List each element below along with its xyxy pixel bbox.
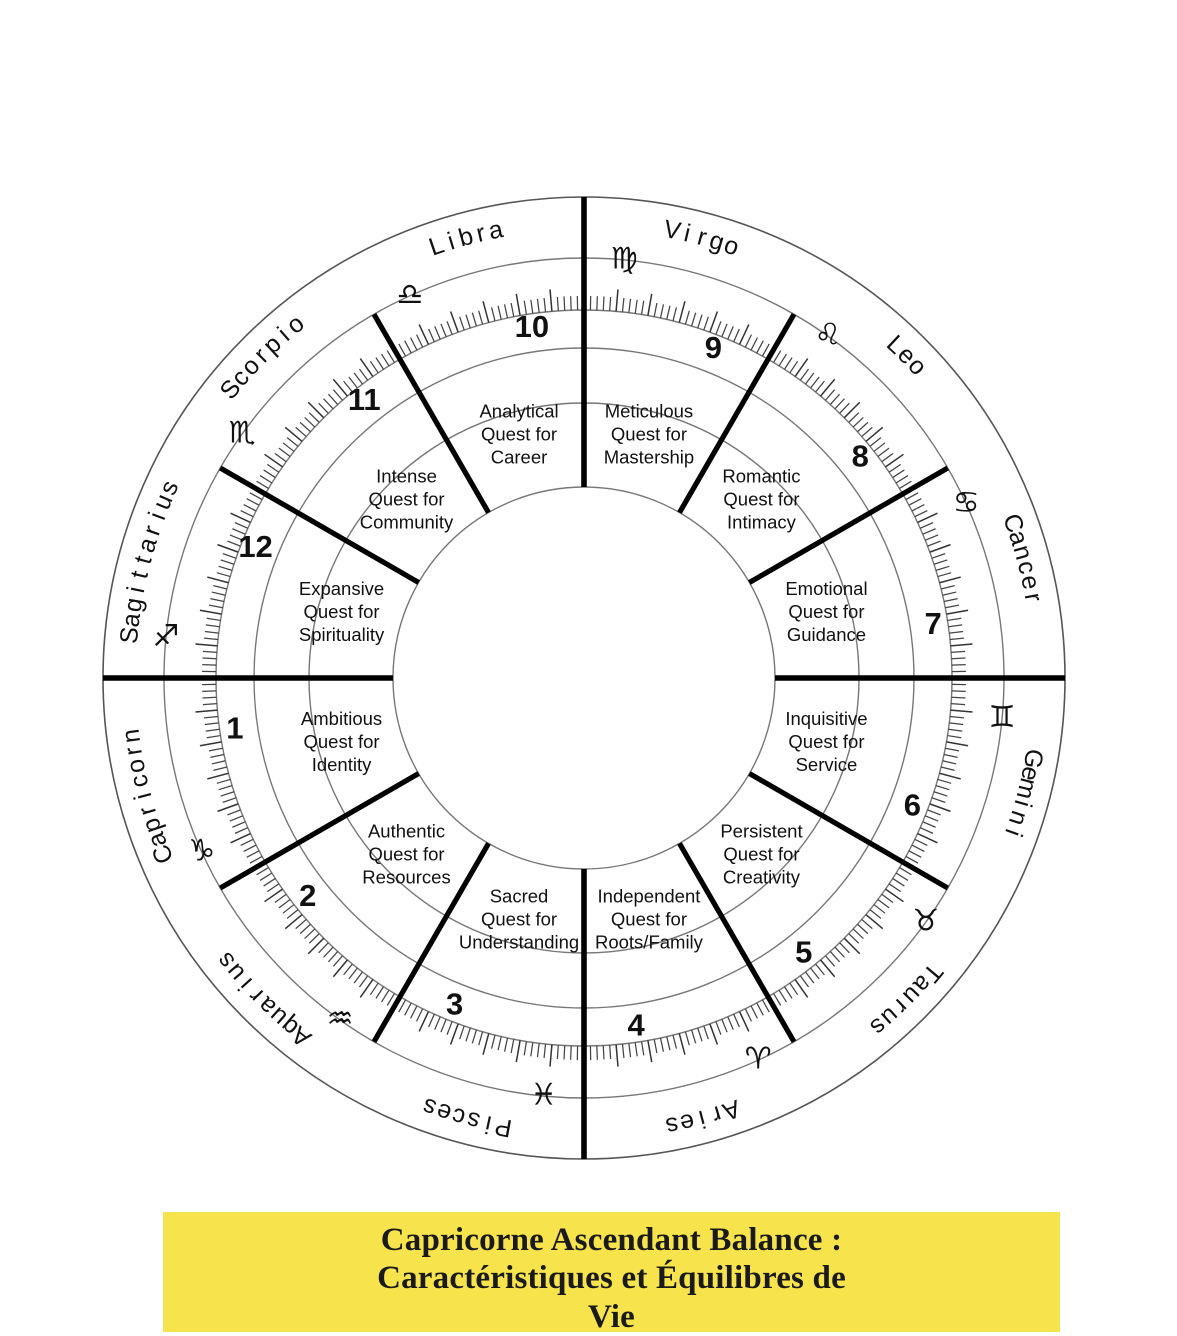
zodiac-sign-name-libra: L	[425, 231, 447, 262]
house-quest-line: Expansive	[299, 578, 384, 599]
house-number-10: 10	[515, 309, 549, 344]
house-quest-line: Sacred	[490, 885, 549, 906]
house-quest-line: Quest for	[481, 423, 557, 444]
zodiac-sign-name-cancer: r	[1019, 591, 1048, 604]
zodiac-glyph-sagittarius-icon: ♐	[152, 619, 179, 654]
house-number-6: 6	[904, 788, 921, 823]
house-number-5: 5	[795, 934, 812, 969]
house-quest-line: Quest for	[788, 601, 864, 622]
house-quest-line: Intimacy	[727, 511, 797, 532]
house-quest-line: Understanding	[459, 931, 579, 952]
zodiac-glyph-libra-icon: ♎	[396, 277, 423, 312]
house-quest-line: Quest for	[368, 843, 444, 864]
house-quest-line: Quest for	[723, 488, 799, 509]
house-quest-line: Mastership	[604, 446, 694, 467]
zodiac-sign-name-virgo: i	[681, 219, 693, 248]
house-quest-line: Quest for	[611, 423, 687, 444]
house-number-11: 11	[348, 382, 381, 417]
zodiac-sign-name-pisces: P	[493, 1112, 514, 1143]
zodiac-glyph-leo-icon: ♌	[814, 318, 841, 353]
house-number-4: 4	[628, 1007, 646, 1042]
house-quest-line: Spirituality	[299, 624, 385, 645]
zodiac-glyph-taurus-icon: ♉	[912, 903, 939, 938]
house-quest-line: Quest for	[304, 731, 380, 752]
house-quest-line: Emotional	[785, 578, 867, 599]
house-quest-line: Romantic	[722, 465, 800, 486]
house-quest-line: Service	[796, 754, 858, 775]
house-quest-line: Independent	[598, 885, 701, 906]
house-quest-line: Ambitious	[301, 708, 382, 729]
zodiac-glyph-aries-icon: ♈	[745, 1042, 772, 1077]
caption-title: Capricorne Ascendant Balance : Caractéri…	[377, 1212, 846, 1336]
house-quest-line: Identity	[312, 754, 372, 775]
house-quest-line: Analytical	[479, 400, 558, 421]
zodiac-sign-name-libra: r	[474, 219, 488, 248]
house-quest-line: Quest for	[368, 488, 444, 509]
zodiac-sign-name-libra: b	[456, 222, 477, 253]
house-quest-line: Quest for	[304, 601, 380, 622]
house-number-7: 7	[924, 606, 941, 641]
house-number-12: 12	[238, 529, 272, 564]
zodiac-sign-name-sagittarius: g	[119, 596, 149, 614]
house-quest-line: Meticulous	[605, 400, 693, 421]
zodiac-sign-name-capricorn: n	[117, 727, 147, 744]
zodiac-sign-name-virgo: V	[661, 215, 683, 246]
house-quest-line: Quest for	[481, 908, 557, 929]
house-number-1: 1	[226, 710, 243, 745]
zodiac-glyph-capricorn-icon: ♑	[188, 834, 215, 869]
zodiac-glyph-gemini-icon: ♊	[989, 700, 1016, 735]
house-quest-line: Community	[360, 511, 454, 532]
zodiac-sign-name-capricorn: o	[121, 757, 151, 776]
house-quest-line: Inquisitive	[785, 708, 867, 729]
house-quest-line: Quest for	[723, 843, 799, 864]
house-number-3: 3	[446, 987, 463, 1022]
house-number-2: 2	[299, 878, 316, 913]
zodiac-sign-name-capricorn: i	[129, 790, 157, 803]
zodiac-glyph-pisces-icon: ♓	[530, 1078, 557, 1113]
house-number-9: 9	[705, 330, 722, 365]
zodiac-sign-name-libra: i	[444, 227, 457, 255]
zodiac-glyph-aquarius-icon: ♒	[327, 1001, 354, 1036]
zodiac-sign-name-libra: a	[486, 215, 505, 245]
zodiac-glyph-virgo-icon: ♍	[611, 241, 638, 276]
house-quest-line: Creativity	[723, 866, 801, 887]
zodiac-sign-name-sagittarius: i	[122, 584, 151, 595]
house-number-8: 8	[852, 438, 869, 473]
zodiac-sign-name-gemini: n	[1003, 807, 1034, 829]
house-quest-line: Quest for	[788, 731, 864, 752]
house-quest-line: Intense	[376, 465, 437, 486]
house-quest-line: Roots/Family	[595, 931, 704, 952]
house-quest-line: Career	[491, 446, 548, 467]
zodiac-sign-name-gemini: i	[999, 825, 1027, 840]
house-cusp-lines	[103, 197, 1065, 1159]
zodiac-sign-name-aries: i	[696, 1105, 709, 1133]
house-quest-line: Guidance	[787, 624, 866, 645]
house-quest-line: Persistent	[720, 820, 802, 841]
zodiac-glyph-scorpio-icon: ♏	[229, 416, 256, 451]
zodiac-sign-name-sagittarius: t	[125, 568, 154, 581]
house-quest-line: Quest for	[611, 908, 687, 929]
house-quest-line: Authentic	[368, 820, 445, 841]
caption-band: Capricorne Ascendant Balance : Caractéri…	[163, 1212, 1060, 1332]
zodiac-glyph-cancer-icon: ♋	[953, 485, 980, 520]
zodiac-sign-name-capricorn: r	[119, 745, 148, 758]
house-quest-line: Resources	[362, 866, 450, 887]
zodiac-sign-name-pisces: i	[483, 1110, 494, 1139]
